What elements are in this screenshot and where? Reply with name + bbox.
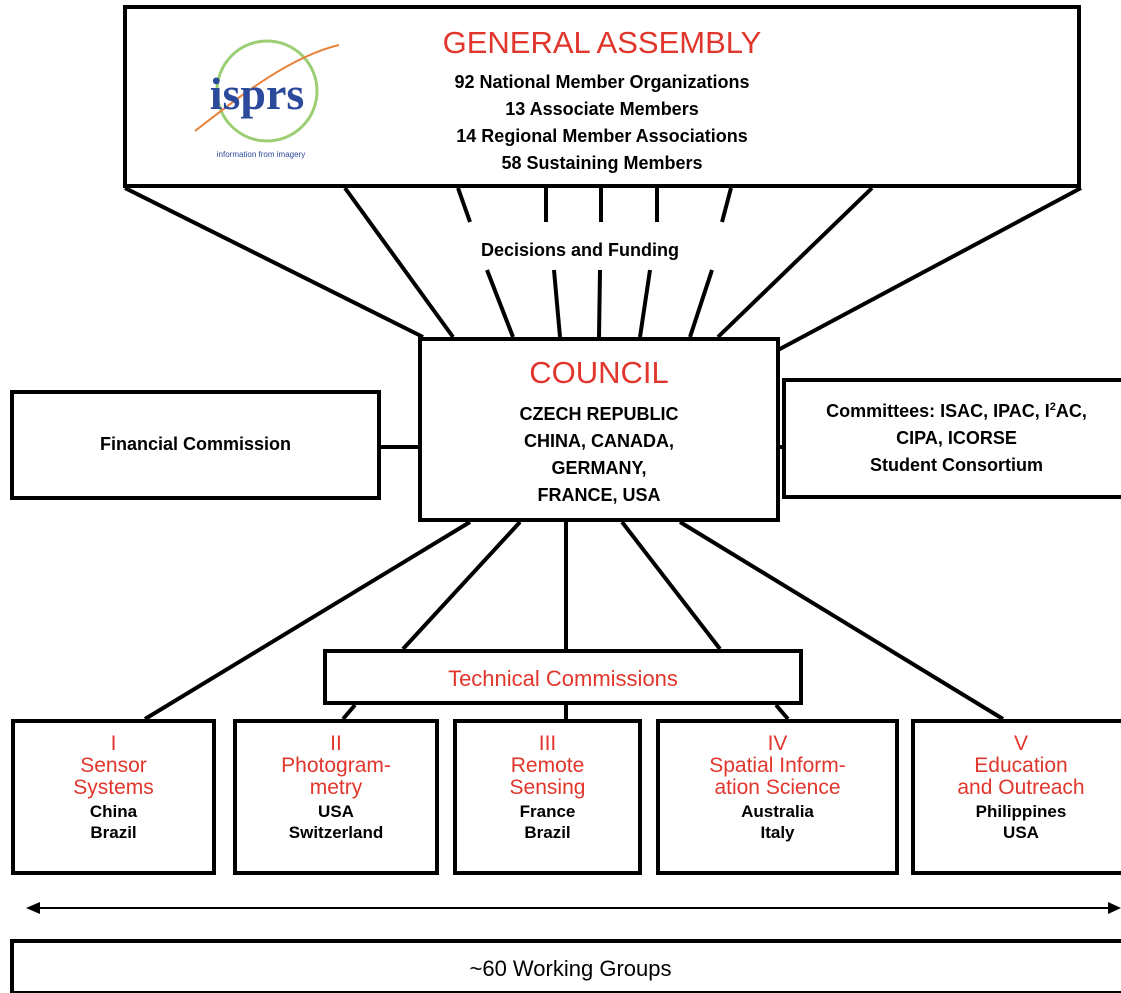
commission-country: Switzerland — [288, 823, 384, 842]
commission-country: USA — [318, 802, 354, 821]
ga-line: 14 Regional Member Associations — [456, 126, 748, 146]
council-box: COUNCIL CZECH REPUBLIC CHINA, CANADA, GE… — [418, 337, 780, 522]
ga-council-line — [720, 187, 733, 223]
working-groups-box: ~60 Working Groups — [10, 939, 1121, 993]
commission-country: USA — [1003, 823, 1039, 842]
commission-numeral: III — [538, 732, 557, 755]
technical-commissions-box: Technical Commissions — [323, 649, 803, 705]
commission-country: France — [519, 802, 576, 821]
ga-council-line — [716, 186, 874, 339]
ga-council-line — [688, 269, 714, 338]
commission-name-line: metry — [309, 776, 363, 799]
committees-line-2: CIPA, ICORSE — [896, 428, 1017, 448]
decisions-funding-label: Decisions and Funding — [480, 240, 679, 260]
commission-name-line: Education — [974, 754, 1068, 777]
isprs-logo: isprs information from imagery — [194, 39, 339, 159]
committees-box: Committees: ISAC, IPAC, I2AC, CIPA, ICOR… — [782, 378, 1121, 499]
financial-commission-label: Financial Commission — [99, 434, 292, 454]
commission-box-2: II Photogram- metry USA Switzerland — [233, 719, 439, 875]
commission-numeral: II — [330, 732, 342, 755]
commission-name-line: Sensor — [80, 754, 147, 777]
commission-name-line: and Outreach — [957, 776, 1085, 799]
council-c1-line — [143, 520, 472, 721]
ga-council-line — [552, 269, 562, 338]
committees-line-1: Committees: ISAC, IPAC, I2AC, — [786, 398, 1121, 425]
ga-council-line — [124, 186, 424, 339]
council-c5-line — [678, 520, 1005, 721]
arrow-head-right — [1108, 902, 1121, 914]
council-tech-line — [620, 520, 722, 651]
commission-box-3: III Remote Sensing France Brazil — [453, 719, 642, 875]
council-line: FRANCE, USA — [537, 485, 661, 505]
general-assembly-lines: 92 National Member Organizations 13 Asso… — [127, 69, 1077, 177]
logo-tagline: information from imagery — [217, 150, 305, 159]
ga-council-line — [597, 269, 602, 338]
committees-line-1-text: Committees: ISAC, IPAC, I — [826, 401, 1050, 421]
commission-name-line: Photogram- — [281, 754, 391, 777]
commission-box-5: V Education and Outreach Philippines USA — [911, 719, 1121, 875]
commission-numeral: IV — [767, 732, 788, 755]
council-line: CHINA, CANADA, — [524, 431, 674, 451]
commission-numeral: V — [1013, 732, 1028, 755]
commission-name-line: Spatial Inform- — [709, 754, 846, 777]
commission-box-4: IV Spatial Inform- ation Science Austral… — [656, 719, 899, 875]
committees-lines: Committees: ISAC, IPAC, I2AC, CIPA, ICOR… — [786, 398, 1121, 479]
technical-commissions-label: Technical Commissions — [448, 666, 678, 691]
commission-name-line: ation Science — [714, 776, 841, 799]
ga-council-line — [343, 186, 455, 339]
commission-name-line: Remote — [510, 754, 585, 777]
financial-commission-box: Financial Commission — [10, 390, 381, 500]
commission-country: Italy — [760, 823, 795, 842]
general-assembly-title: GENERAL ASSEMBLY — [442, 25, 762, 60]
commission-country: Philippines — [975, 802, 1067, 821]
tech-c2-line — [341, 703, 357, 721]
commission-country: Brazil — [90, 823, 137, 842]
working-groups-label: ~60 Working Groups — [469, 956, 672, 981]
council-tech-line — [401, 520, 522, 651]
council-line: GERMANY, — [551, 458, 647, 478]
commission-country: Brazil — [524, 823, 571, 842]
ga-council-line — [485, 269, 515, 338]
tech-c4-line — [774, 703, 790, 721]
commission-name-line: Systems — [73, 776, 154, 799]
council-title: COUNCIL — [529, 355, 669, 390]
commission-box-1: I Sensor Systems China Brazil — [11, 719, 216, 875]
council-lines: CZECH REPUBLIC CHINA, CANADA, GERMANY, F… — [422, 401, 776, 509]
committees-superscript: 2 — [1049, 401, 1056, 413]
general-assembly-box: isprs information from imagery GENERAL A… — [123, 5, 1081, 188]
commission-name-line: Sensing — [509, 776, 586, 799]
arrow-head-left — [26, 902, 40, 914]
ga-line: 58 Sustaining Members — [501, 153, 703, 173]
commission-country: Australia — [741, 802, 814, 821]
logo-wordmark: isprs — [210, 68, 305, 119]
committees-line-3: Student Consortium — [870, 455, 1043, 475]
ga-council-line — [638, 269, 652, 338]
ga-council-line — [777, 186, 1082, 352]
ga-line: 92 National Member Organizations — [454, 72, 750, 92]
ga-line: 13 Associate Members — [505, 99, 699, 119]
council-line: CZECH REPUBLIC — [519, 404, 679, 424]
commission-numeral: I — [110, 732, 117, 755]
committees-line-1-tail: AC, — [1055, 401, 1087, 421]
commission-country: China — [89, 802, 138, 821]
ga-council-line — [456, 187, 472, 223]
